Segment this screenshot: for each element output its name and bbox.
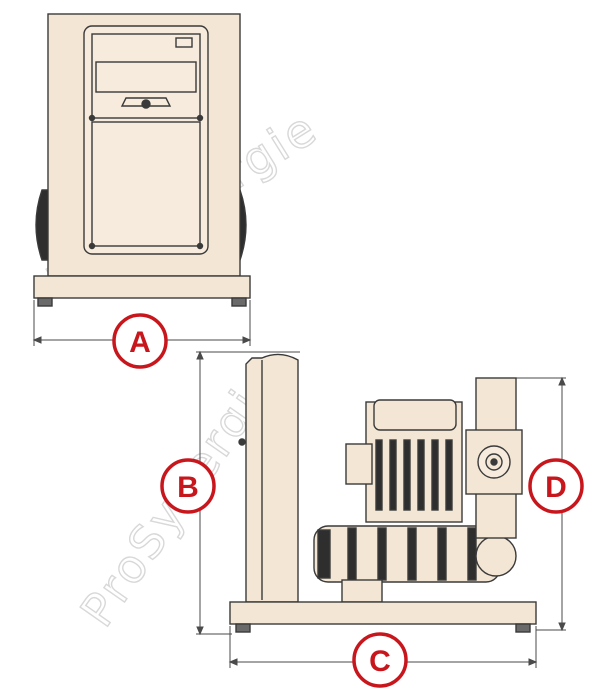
drum-ribs xyxy=(317,527,477,581)
front-view xyxy=(33,13,251,307)
dimension-c-label: C xyxy=(352,632,408,688)
side-view xyxy=(229,353,537,633)
front-right-foot xyxy=(231,297,247,307)
dimension-b-label: B xyxy=(160,458,216,514)
dimension-a-label: A xyxy=(112,313,168,369)
panel-lock-icon xyxy=(141,99,151,109)
svg-text:D: D xyxy=(545,471,567,504)
side-left-foot xyxy=(235,623,251,633)
dimension-b-line xyxy=(196,350,300,636)
panel-upper-section xyxy=(91,33,201,119)
side-panel xyxy=(245,353,299,603)
dimension-d-label: D xyxy=(528,458,584,514)
drum-end-cap xyxy=(475,535,517,577)
motor-terminal xyxy=(345,443,373,485)
motor-fins xyxy=(375,439,453,511)
front-base-plate xyxy=(33,275,251,299)
svg-text:A: A xyxy=(129,326,151,359)
motor-cover xyxy=(373,399,457,431)
panel-window xyxy=(95,61,197,93)
panel-lower-section xyxy=(91,121,201,247)
svg-text:C: C xyxy=(369,645,391,678)
control-panel xyxy=(83,25,209,255)
side-right-foot xyxy=(515,623,531,633)
side-base-plate xyxy=(229,601,537,625)
panel-indicator xyxy=(175,37,193,48)
svg-text:B: B xyxy=(177,471,199,504)
front-left-foot xyxy=(37,297,53,307)
